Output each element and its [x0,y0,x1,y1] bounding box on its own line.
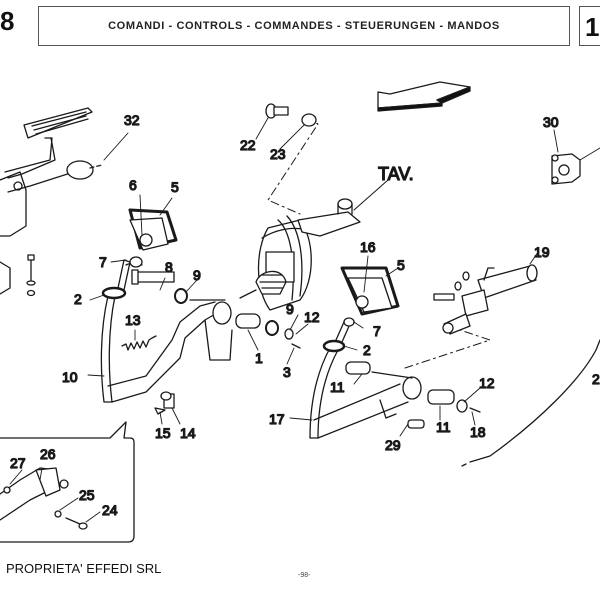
callout-22: 22 [240,137,256,153]
leader-dashdot [267,117,319,215]
stop-bolt [265,103,317,127]
pedal-pad-left [128,208,178,251]
callout-11: 11 [330,379,345,395]
callout-25: 25 [79,487,95,503]
callout-12: 12 [304,309,320,325]
spring-part [121,335,157,351]
callout-10: 10 [62,369,78,385]
title-box: COMANDI - CONTROLS - COMMANDES - STEUERU… [38,6,570,46]
callout-19: 19 [534,244,550,260]
brake-booster [239,179,389,311]
callout-14: 14 [180,425,196,441]
callout-8: 8 [165,259,173,275]
accelerator-pedal [0,107,103,295]
reference-label-tav: TAV. [378,164,414,184]
fork-bracket [551,153,581,185]
bolt-part [26,254,36,297]
callout-29: 29 [385,437,401,453]
callout-26: 26 [40,446,56,462]
pedal-pad-right [340,266,400,316]
footer-owner: PROPRIETA' EFFEDI SRL [6,561,162,576]
callout-24: 24 [102,502,118,518]
detail-inset [0,421,135,543]
callout-7b: 7 [373,323,381,339]
leader-dashdot-2 [404,329,491,369]
callout-2b: 2 [363,342,371,358]
callout-23: 23 [270,146,286,162]
cable-end [461,463,467,467]
page-title: COMANDI - CONTROLS - COMMANDES - STEUERU… [108,20,500,32]
callout-9b: 9 [286,301,294,317]
brake-pedal-assembly [100,259,233,403]
callout-16: 16 [360,239,376,255]
page-box-number: 1 [585,12,600,42]
callout-2: 2 [74,291,82,307]
callout-12b: 12 [479,375,495,391]
callout-3: 3 [283,364,291,380]
direction-arrow-icon [377,81,471,112]
page-box: 1 [579,6,600,46]
clutch-pedal-assembly [309,317,481,439]
callout-6: 6 [129,177,137,193]
pivot-pin [125,256,301,349]
callout-30: 30 [543,114,559,130]
footer-page-number: -98- [298,572,311,579]
clutch-cable [469,339,600,463]
callout-18: 18 [470,424,486,440]
callout-9: 9 [193,267,201,283]
callout-5b: 5 [397,257,405,273]
clutch-master-cylinder [433,264,538,335]
clevis-pin [154,391,175,415]
callout-7: 7 [99,254,107,270]
section-number: 8 [0,6,15,36]
callout-17: 17 [269,411,285,427]
callout-11b: 11 [436,419,451,435]
callout-27: 27 [10,455,26,471]
leader-lines [9,117,600,523]
callout-2c: 2 [592,371,600,387]
callout-1: 1 [255,350,263,366]
callout-13: 13 [125,312,141,328]
callout-15: 15 [155,425,171,441]
callout-32: 32 [124,112,140,128]
callout-5: 5 [171,179,179,195]
